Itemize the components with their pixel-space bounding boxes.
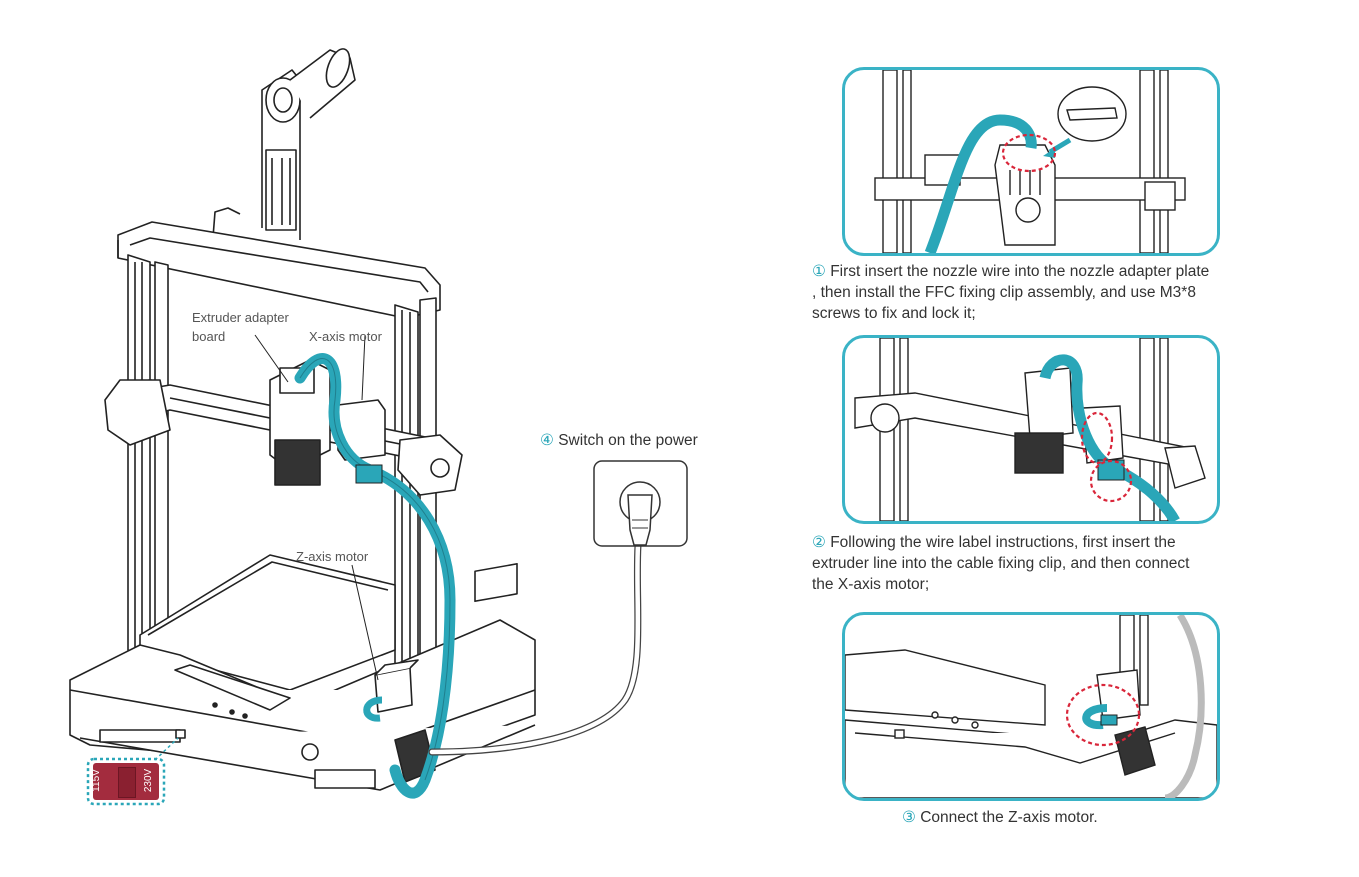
voltage-highlight <box>86 757 166 806</box>
printer-illustration <box>69 48 688 806</box>
panel-3-art <box>845 615 1217 798</box>
z-cable <box>363 696 383 722</box>
detail-panel-2 <box>842 335 1220 524</box>
voltage-230-label: 230V <box>143 768 155 793</box>
step-1-text: ① First insert the nozzle wire into the … <box>812 263 1210 322</box>
step-2-text: ② Following the wire label instructions,… <box>812 534 1190 593</box>
voltage-slider <box>118 767 136 798</box>
x-axis-motor-label: X-axis motor <box>309 329 382 344</box>
detail-panel-1 <box>842 67 1220 256</box>
detail-panel-3 <box>842 612 1220 801</box>
extruder-head <box>269 359 386 486</box>
spool-holder <box>211 48 356 251</box>
voltage-switch[interactable]: 115V 230V <box>90 763 159 800</box>
step-4-text: ④ Switch on the power <box>540 432 698 449</box>
wall-socket <box>593 460 688 547</box>
printer-base <box>69 563 536 791</box>
voltage-115-label: 115V <box>90 769 102 792</box>
panel-1-art <box>874 70 1186 253</box>
panel-2-art <box>854 338 1206 521</box>
extruder-adapter-label: Extruder adapter board <box>192 310 289 344</box>
step-3-text: ③ Connect the Z-axis motor. <box>902 809 1098 826</box>
z-axis-motor-label: Z-axis motor <box>296 549 369 564</box>
